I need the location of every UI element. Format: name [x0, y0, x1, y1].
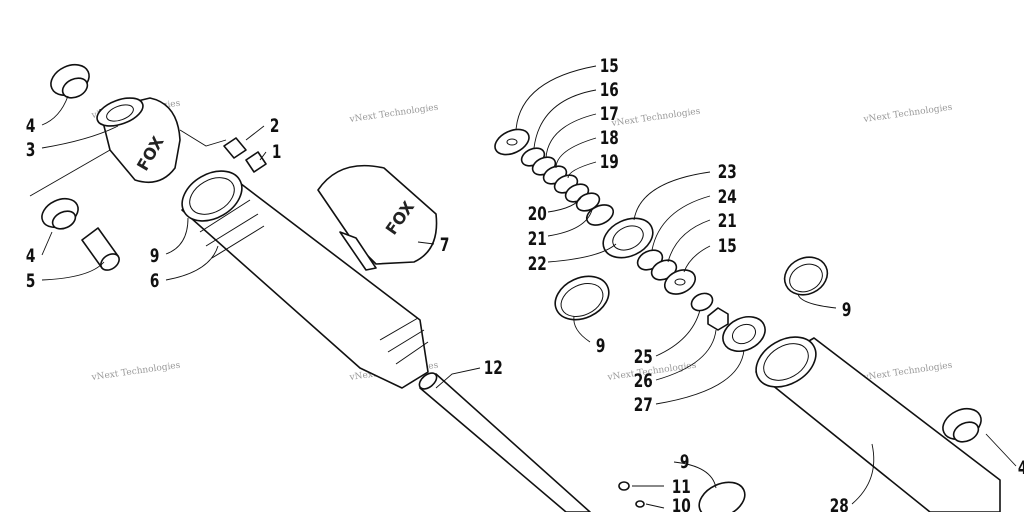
callout-28: 28 [830, 495, 849, 512]
watermark-8: vNext Technologies [862, 361, 953, 384]
callout-20: 20 [528, 203, 547, 225]
callout-labels: 4 3 2 1 4 5 9 6 7 12 15 16 17 18 19 20 2… [26, 55, 1024, 512]
part-shaft [418, 372, 591, 512]
watermark-2: vNext Technologies [348, 103, 439, 126]
callout-21-right: 21 [718, 210, 737, 232]
callout-25: 25 [634, 346, 653, 368]
watermark-5: vNext Technologies [90, 361, 181, 384]
callout-16: 16 [600, 79, 619, 101]
leader-lines [29, 65, 1017, 509]
part-bushing-top [50, 63, 90, 99]
part-fittings [223, 137, 267, 173]
watermark-3: vNext Technologies [610, 107, 701, 130]
callout-7: 7 [440, 234, 450, 256]
part-lower-washers [636, 249, 697, 295]
part-ring-center [554, 275, 610, 321]
part-reservoir-body [755, 336, 1001, 512]
callout-4-lower: 4 [26, 245, 36, 267]
part-piston [602, 217, 654, 259]
callout-5: 5 [26, 270, 36, 292]
callout-26: 26 [634, 370, 653, 392]
callout-9-left: 9 [150, 245, 160, 267]
part-shim-stack [494, 128, 615, 226]
callout-9-center: 9 [596, 335, 606, 357]
callout-19: 19 [600, 151, 619, 173]
part-ring-right [783, 256, 829, 296]
callout-27: 27 [634, 394, 653, 416]
watermark-4: vNext Technologies [862, 103, 953, 126]
callout-6: 6 [150, 270, 160, 292]
callout-4-top: 4 [26, 115, 36, 137]
callout-15-lower: 15 [718, 235, 737, 257]
callout-1: 1 [272, 141, 282, 163]
callout-3: 3 [26, 139, 36, 161]
part-pins [618, 481, 645, 508]
part-seal-bottom [698, 481, 746, 512]
part-bushing-lower [41, 197, 79, 230]
part-shock-body [181, 170, 429, 389]
part-sleeve [81, 227, 120, 271]
callout-22: 22 [528, 253, 547, 275]
callout-21-left: 21 [528, 228, 547, 250]
callout-15-top: 15 [600, 55, 619, 77]
callout-10: 10 [672, 495, 691, 512]
callout-24: 24 [718, 186, 737, 208]
callout-12: 12 [484, 357, 503, 379]
callout-17: 17 [600, 103, 619, 125]
callout-9-bottom: 9 [680, 451, 690, 473]
callout-9-right: 9 [842, 299, 852, 321]
part-reservoir-cover: FOX [317, 164, 438, 271]
callout-2: 2 [270, 115, 280, 137]
callout-4-right: 4 [1018, 457, 1024, 479]
part-bushing-right [942, 407, 982, 443]
callout-11: 11 [672, 476, 691, 498]
callout-23: 23 [718, 161, 737, 183]
part-nut-stack [690, 292, 766, 353]
callout-18: 18 [600, 127, 619, 149]
part-eyelet-cap: FOX [96, 97, 181, 184]
